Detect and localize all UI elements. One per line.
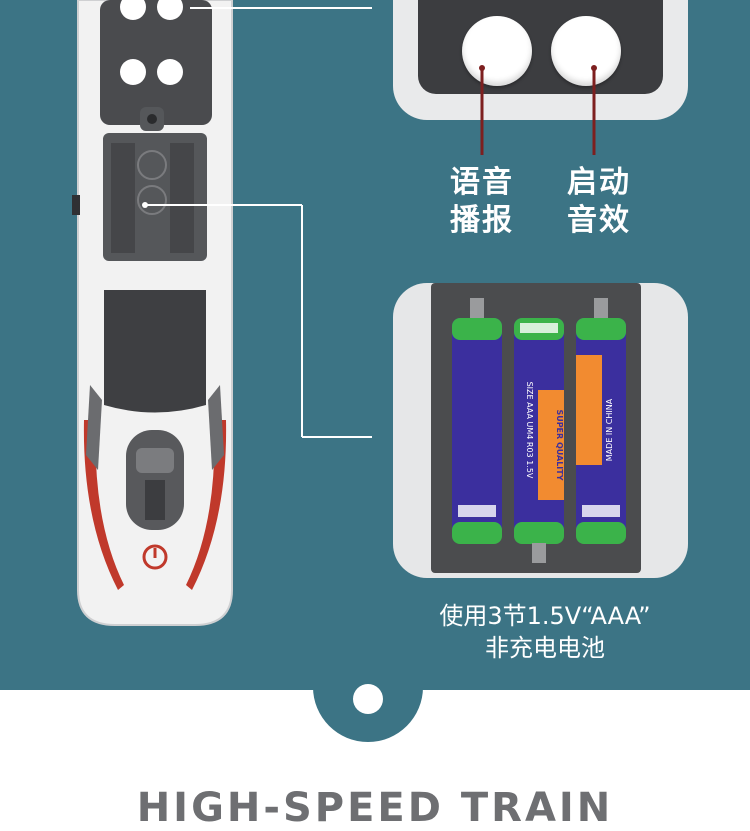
voice-button[interactable] (462, 16, 532, 86)
battery-origin-text: MADE IN CHINA (605, 398, 614, 461)
battery-1 (452, 318, 502, 544)
sound-label: 启动 音效 (549, 164, 649, 240)
battery-caption: 使用3节1.5V“AAA” 非充电电池 (395, 600, 695, 664)
button-callout-inner (418, 0, 663, 94)
battery-caption-line1: 使用3节1.5V“AAA” (439, 602, 651, 630)
battery-3 (576, 318, 626, 544)
voice-label: 语音 播报 (432, 164, 532, 240)
page-title: HIGH-SPEED TRAIN (136, 785, 614, 831)
voice-label-line1: 语音 (450, 165, 514, 200)
battery-brand-text: SUPER QUALITY (555, 409, 564, 480)
voice-label-line2: 播报 (450, 203, 514, 238)
tab-dot (353, 684, 383, 714)
battery-size-text: SIZE AAA UM4 R03 1.5V (525, 382, 534, 479)
sound-label-line2: 音效 (567, 203, 631, 238)
sound-effect-button[interactable] (551, 16, 621, 86)
battery-2 (514, 318, 564, 544)
battery-caption-line2: 非充电电池 (485, 634, 605, 662)
sound-label-line1: 启动 (567, 165, 631, 200)
